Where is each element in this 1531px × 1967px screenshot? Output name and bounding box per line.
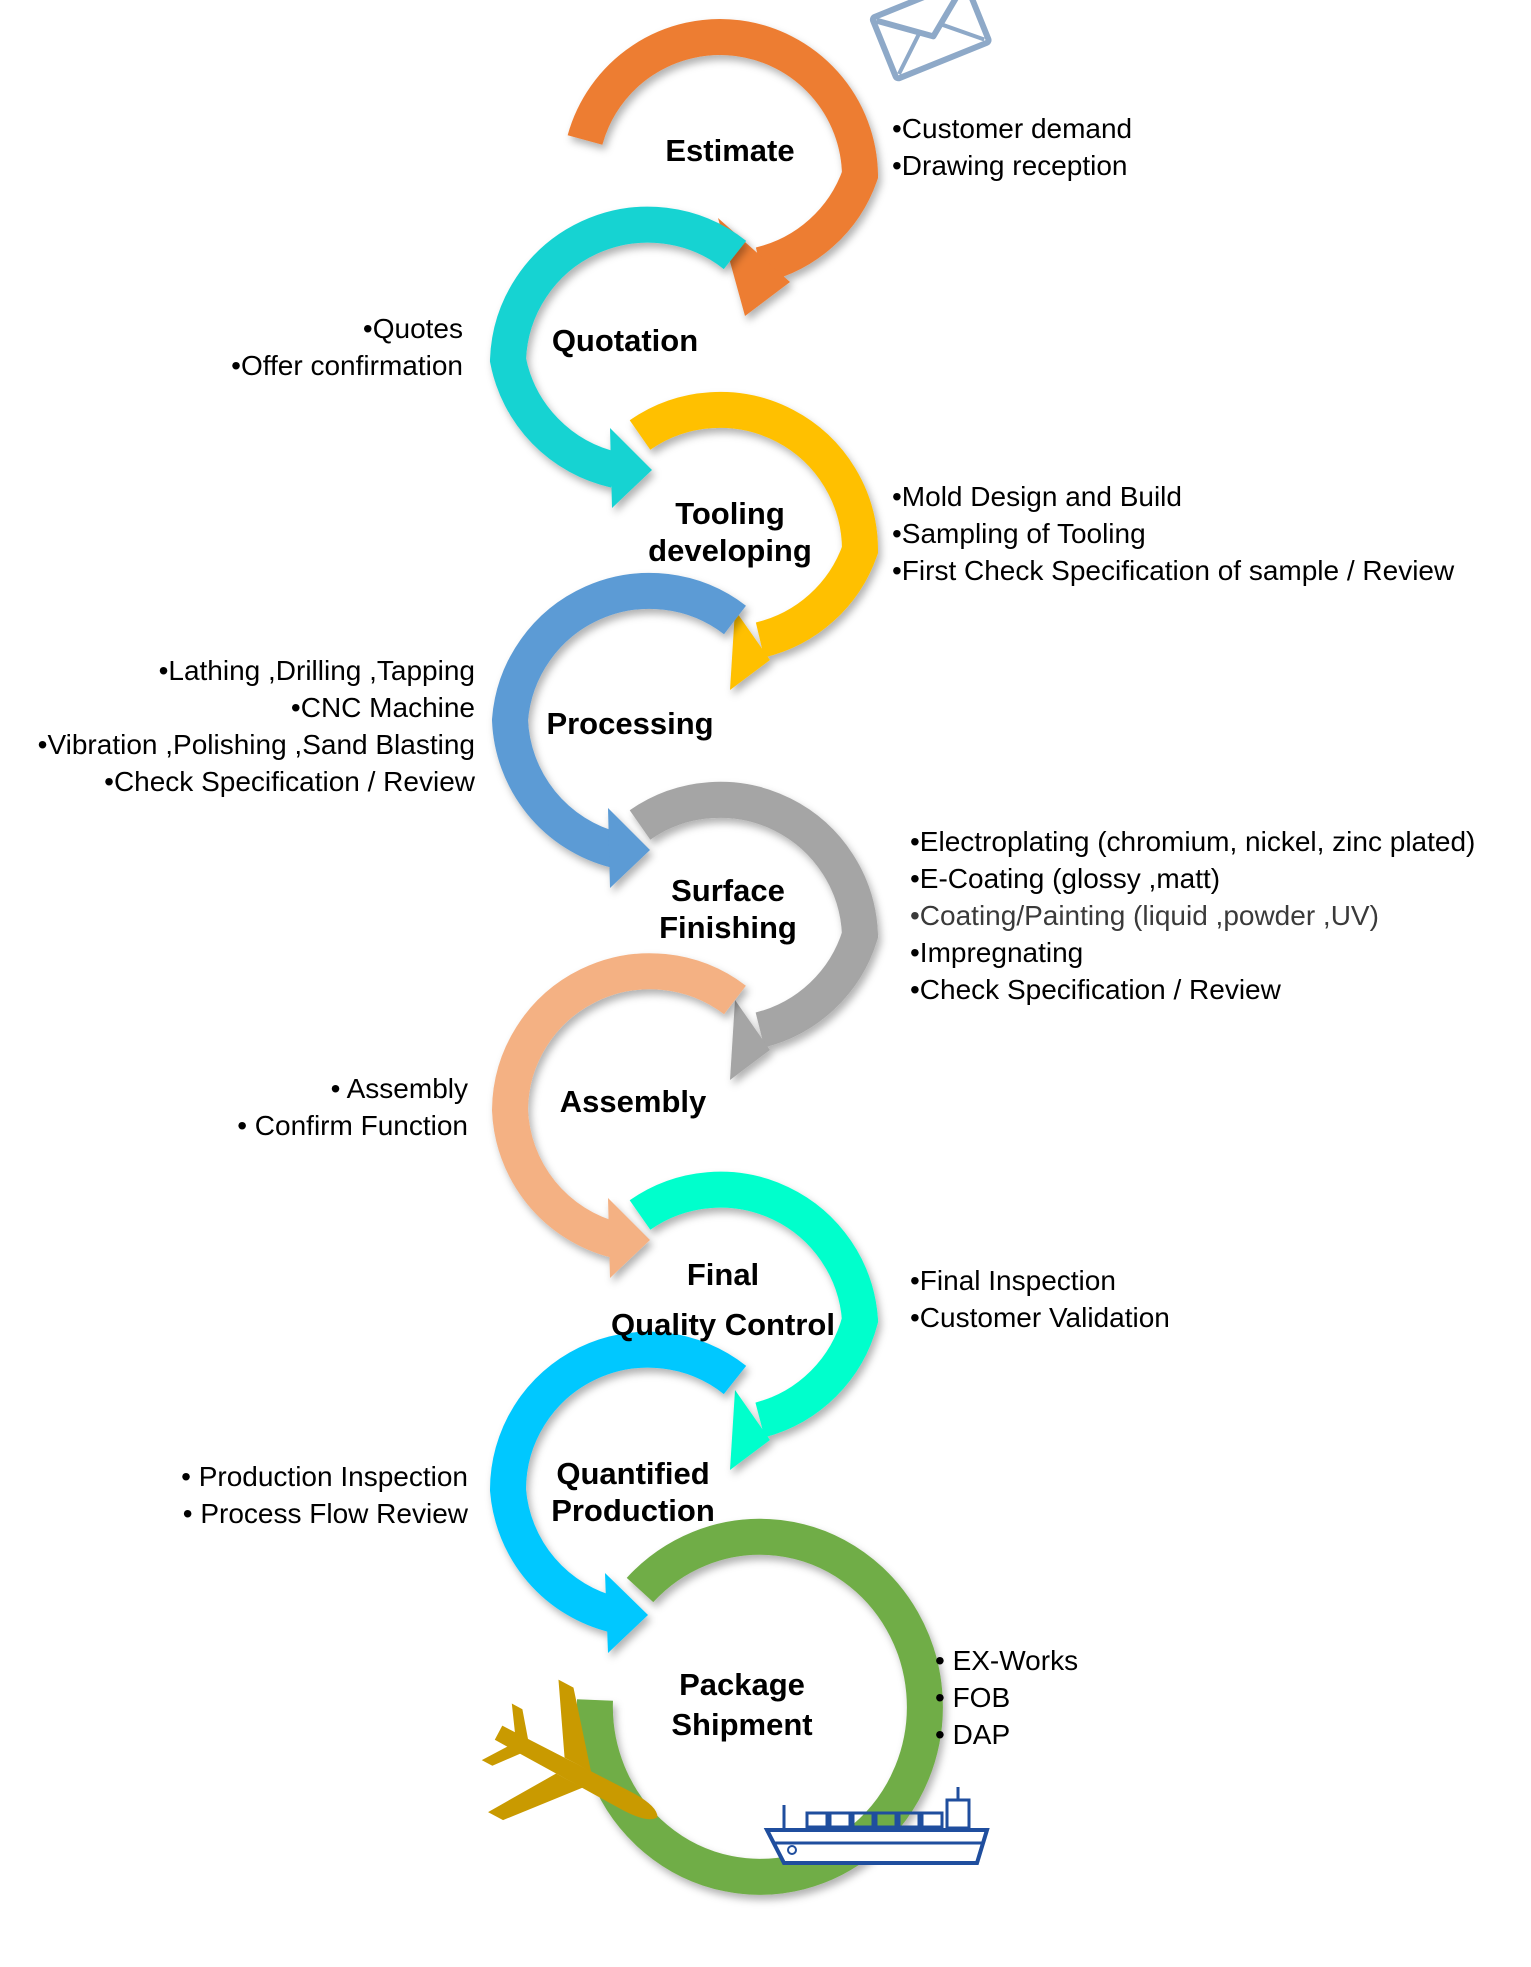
list-item: • DAP — [935, 1719, 1011, 1750]
quotation-arrow — [489, 206, 747, 508]
cargo-ship-icon — [763, 1787, 990, 1865]
estimate-arrow — [567, 19, 879, 316]
quantified-arrowhead — [605, 1573, 648, 1653]
list-item: • Process Flow Review — [182, 1498, 468, 1529]
final-qc-arrowhead — [730, 1390, 770, 1470]
list-item: • Assembly — [330, 1073, 468, 1104]
package-arrow — [576, 1518, 943, 1895]
processing-arrowhead — [608, 808, 650, 888]
tooling-arc — [629, 391, 879, 658]
list-item: •Offer confirmation — [231, 350, 463, 381]
notes-quantified: • Production Inspection • Process Flow R… — [181, 1458, 468, 1532]
final-qc-arc — [629, 1171, 879, 1438]
list-item: •Drawing reception — [892, 150, 1128, 181]
notes-assembly: • Assembly • Confirm Function — [237, 1070, 468, 1144]
quotation-arrowhead — [610, 428, 652, 508]
package-ring — [576, 1518, 943, 1895]
processing-arc — [491, 572, 746, 868]
notes-final-qc: •Final Inspection •Customer Validation — [910, 1262, 1170, 1336]
tooling-arrowhead — [730, 610, 770, 690]
stage-title-estimate: Estimate — [665, 133, 795, 168]
list-item: •Check Specification / Review — [104, 766, 475, 797]
stage-title-quantified: Quantified Production — [551, 1456, 715, 1528]
notes-tooling: •Mold Design and Build •Sampling of Tool… — [892, 478, 1454, 589]
notes-surface: •Electroplating (chromium, nickel, zinc … — [910, 823, 1475, 1008]
list-item: •Quotes — [362, 313, 463, 344]
list-item: •Impregnating — [910, 937, 1084, 968]
quotation-arc — [489, 206, 747, 488]
list-item: •Coating/Painting (liquid ,powder ,UV) — [910, 900, 1379, 931]
list-item: •Vibration ,Polishing ,Sand Blasting — [37, 729, 475, 760]
stage-title-package: Package Shipment — [671, 1667, 813, 1742]
surface-arrowhead — [730, 1000, 770, 1080]
assembly-arrowhead — [608, 1198, 650, 1278]
stage-title-final-qc: Final Quality Control — [611, 1257, 835, 1342]
notes-processing: •Lathing ,Drilling ,Tapping •CNC Machine… — [38, 652, 475, 800]
stage-title-processing: Processing — [546, 706, 714, 741]
list-item: •Customer demand — [892, 113, 1133, 144]
assembly-arc — [491, 953, 746, 1258]
list-item: •Sampling of Tooling — [892, 518, 1146, 549]
notes-package: • EX-Works • FOB • DAP — [935, 1642, 1078, 1753]
list-item: •Customer Validation — [910, 1302, 1170, 1333]
estimate-arc — [567, 19, 879, 283]
assembly-arrow — [491, 953, 746, 1278]
surface-arc — [629, 781, 879, 1048]
list-item: • EX-Works — [935, 1645, 1079, 1676]
airplane-icon — [481, 1679, 658, 1821]
stage-title-surface: Surface Finishing — [659, 873, 797, 945]
list-item: •CNC Machine — [290, 692, 475, 723]
list-item: •Lathing ,Drilling ,Tapping — [158, 655, 475, 686]
surface-arrow — [629, 781, 879, 1080]
list-item: •Final Inspection — [910, 1265, 1116, 1296]
list-item: •Mold Design and Build — [892, 481, 1182, 512]
quantified-arc — [489, 1331, 747, 1633]
list-item: •First Check Specification of sample / R… — [892, 555, 1455, 586]
list-item: •Electroplating (chromium, nickel, zinc … — [910, 826, 1476, 857]
envelope-icon — [869, 0, 992, 82]
list-item: •Check Specification / Review — [910, 974, 1281, 1005]
stage-title-assembly: Assembly — [559, 1084, 707, 1119]
processing-arrow — [491, 572, 746, 888]
quantified-arrow — [489, 1331, 747, 1653]
list-item: • Production Inspection — [181, 1461, 468, 1492]
stage-title-tooling: Tooling developing — [648, 496, 812, 568]
notes-quotation: •Quotes •Offer confirmation — [231, 310, 463, 384]
tooling-arrow — [629, 391, 879, 690]
stage-title-quotation: Quotation — [551, 323, 699, 358]
list-item: •E-Coating (glossy ,matt) — [910, 863, 1221, 894]
list-item: • FOB — [935, 1682, 1011, 1713]
list-item: • Confirm Function — [237, 1110, 468, 1141]
final-qc-arrow — [629, 1171, 879, 1470]
notes-estimate: •Customer demand •Drawing reception — [892, 110, 1132, 184]
